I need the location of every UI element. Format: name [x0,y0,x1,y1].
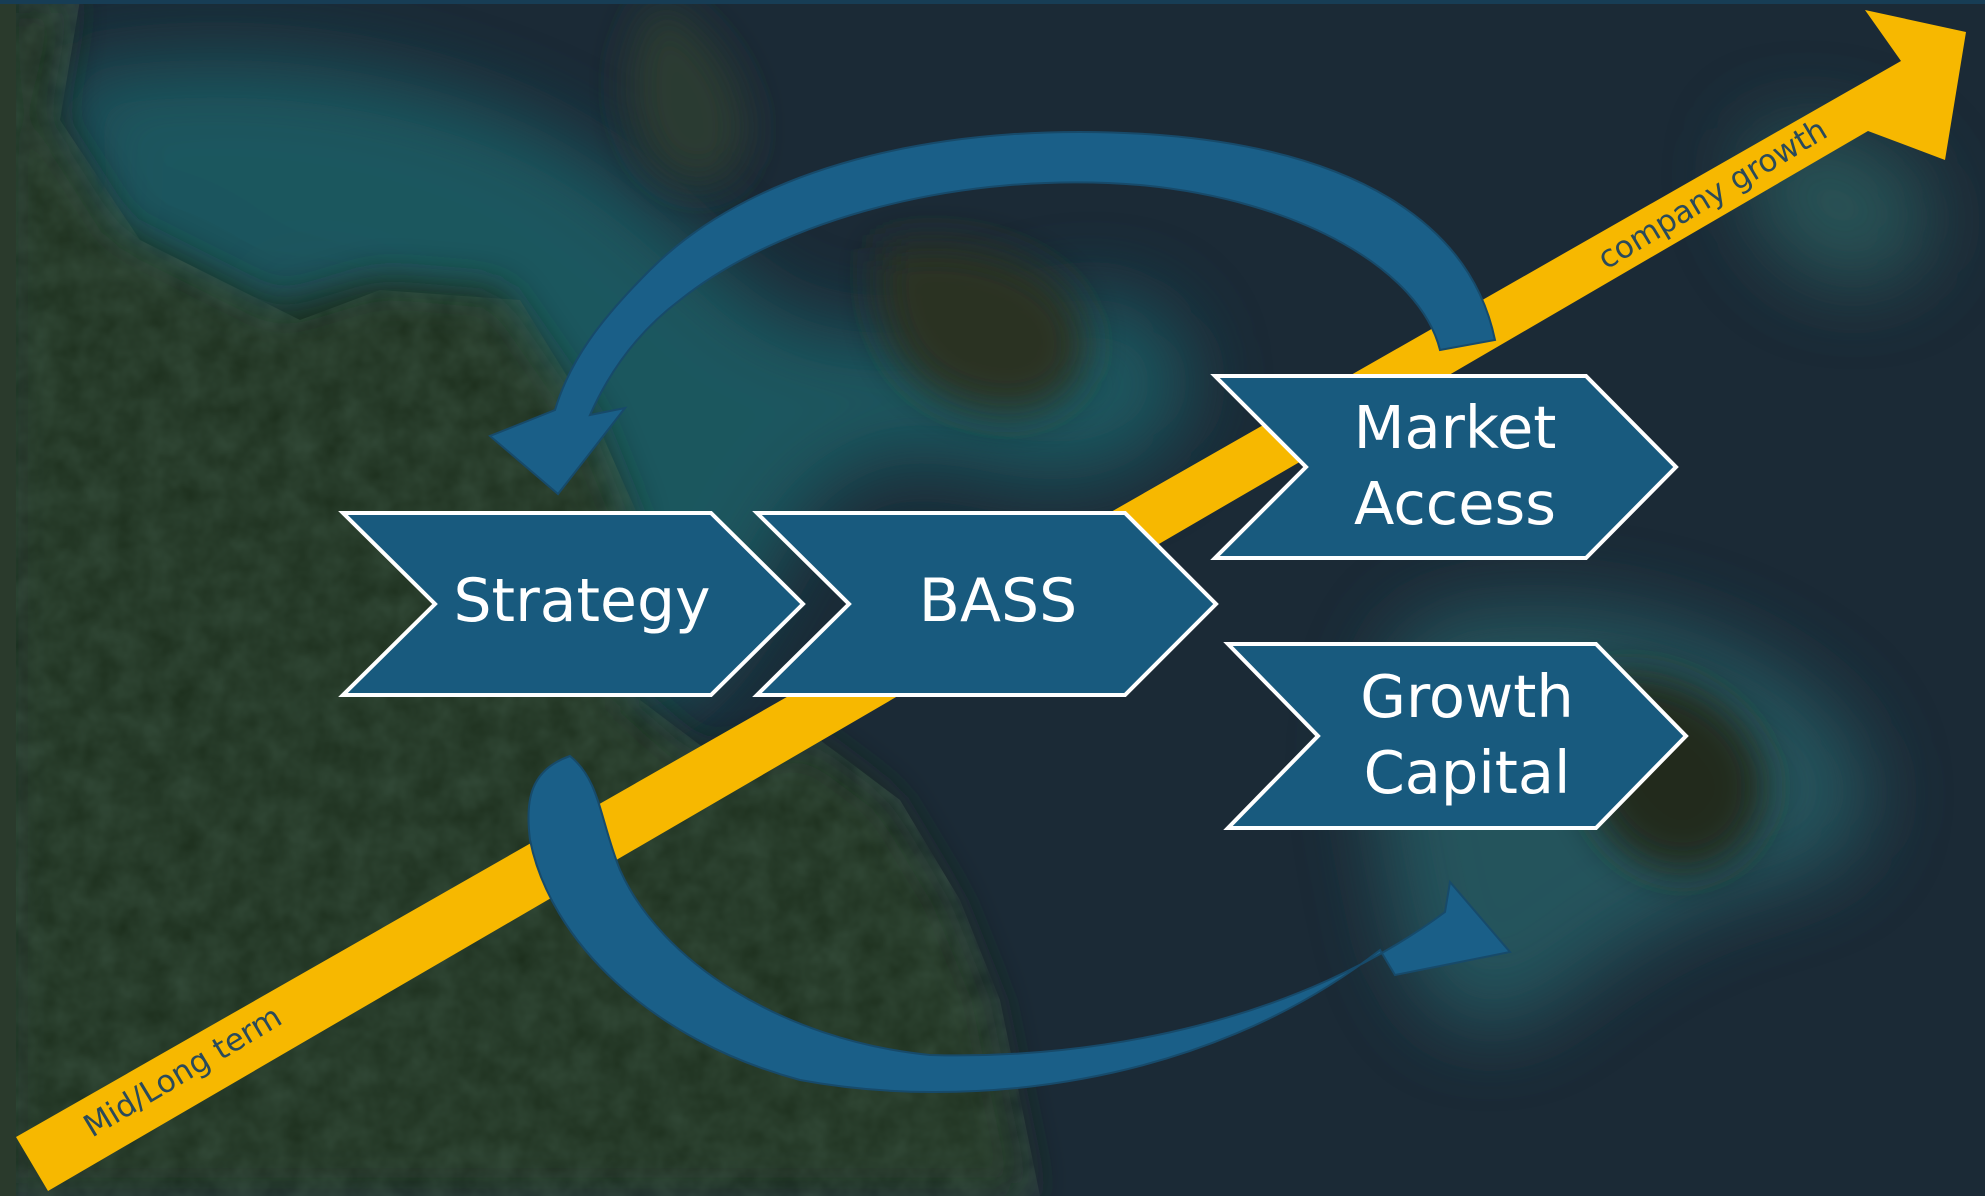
chevron-strategy: Strategy [338,511,806,697]
cycle-arrow-top [488,130,1497,496]
chevron-growth-capital-shape [1223,642,1689,830]
chevron-market-access: Market Access [1210,374,1679,560]
chevron-market-access-shape [1210,374,1679,560]
chevron-strategy-shape [338,511,806,697]
chevron-market-access-label-line1: Market [1354,393,1557,462]
chevron-growth-capital-label-line1: Growth [1360,662,1574,731]
chevron-strategy-label: Strategy [453,566,710,636]
chevron-bass-label: BASS [919,566,1077,636]
chevron-growth-capital: Growth Capital [1223,642,1689,830]
cycle-arrow-bottom [527,754,1512,1093]
chevron-bass-shape [752,511,1219,697]
chevron-market-access-label-line2: Access [1354,469,1556,538]
chevron-bass: BASS [752,511,1219,697]
chevron-growth-capital-label-line2: Capital [1364,738,1571,807]
